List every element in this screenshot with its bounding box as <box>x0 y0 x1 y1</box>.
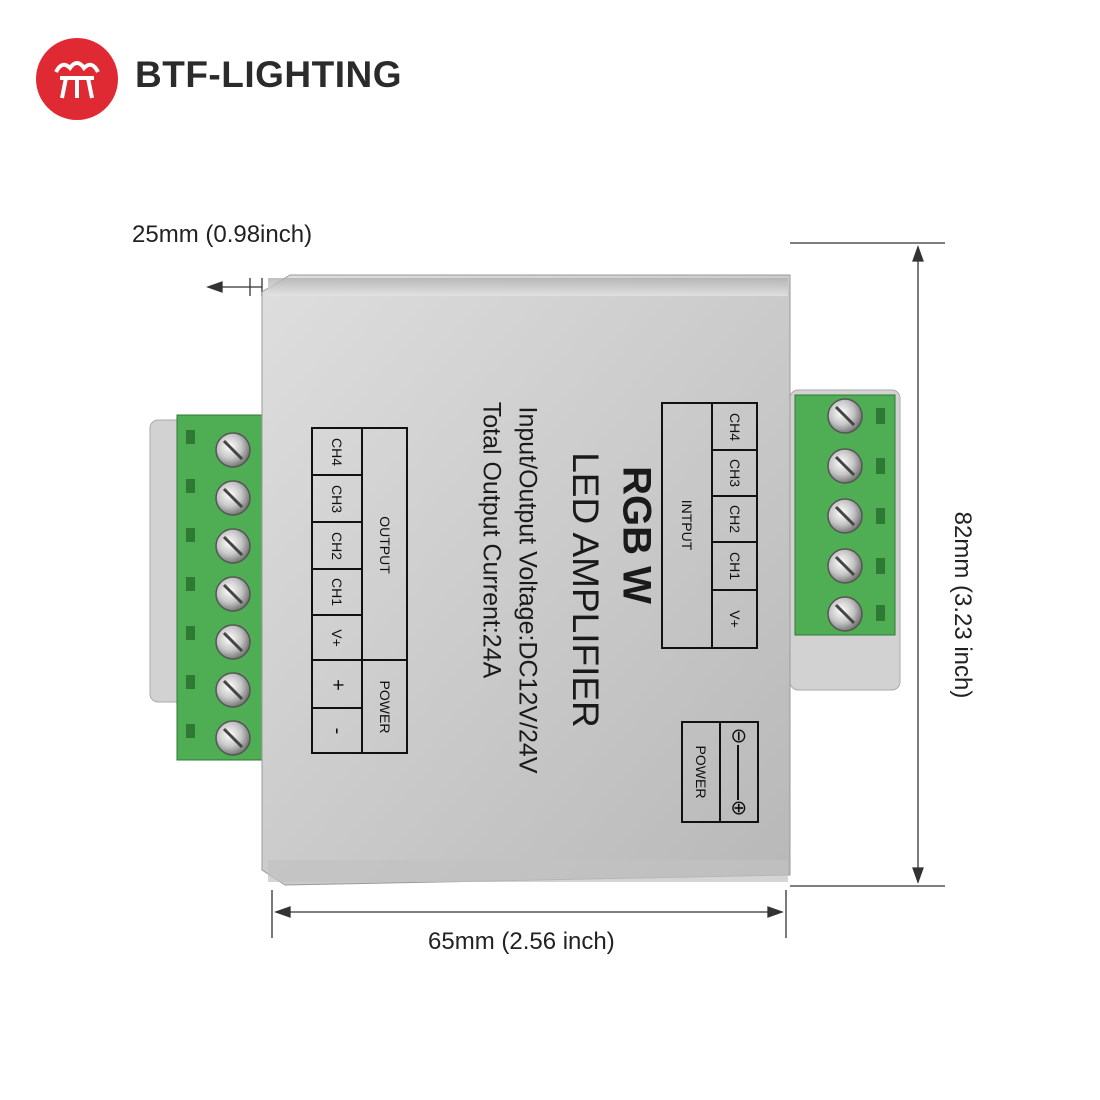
input-channel-cell: CH2 <box>727 504 743 534</box>
output-channel-cell: CH3 <box>329 484 345 514</box>
power-minus-icon: ⊖ <box>727 727 750 745</box>
input-terminal-block <box>794 394 896 636</box>
output-terminal-block <box>176 414 266 761</box>
output-channel-cell: CH1 <box>329 577 345 607</box>
output-channel-cell: CH2 <box>329 531 345 561</box>
power-jack-table <box>681 721 759 823</box>
depth-dimension-label: 25mm (0.98inch) <box>132 221 313 248</box>
logo-mark-icon <box>54 61 100 99</box>
output-label-table <box>311 427 408 754</box>
output-minus-cell: - <box>326 727 349 735</box>
output-plus-cell: + <box>326 679 349 691</box>
input-channel-cell: CH3 <box>727 458 743 488</box>
input-header: INTPUT <box>679 499 695 551</box>
power-jack-label: POWER <box>693 745 709 799</box>
width-dimension-label: 65mm (2.56 inch) <box>428 928 615 955</box>
device-title: RGB W <box>614 466 659 604</box>
brand-logo <box>36 38 118 120</box>
voltage-spec: Input/Output Voltage:DC12V/24V <box>513 406 542 774</box>
device-subtitle: LED AMPLIFIER <box>565 452 606 728</box>
power-plus-icon: ⊕ <box>727 799 750 817</box>
input-label-table <box>661 402 758 649</box>
input-channel-cell: CH1 <box>727 551 743 581</box>
brand-name: BTF-LIGHTING <box>135 54 403 95</box>
output-channel-cell: CH4 <box>329 437 345 467</box>
output-power-header: POWER <box>377 680 393 734</box>
output-header: OUTPUT <box>377 516 393 574</box>
dimension-lines <box>206 242 945 938</box>
input-channel-cell: CH4 <box>727 412 743 442</box>
output-channel-cell: V+ <box>329 629 345 647</box>
input-channel-cell: V+ <box>727 610 743 628</box>
current-spec: Total Output Current:24A <box>477 401 506 679</box>
